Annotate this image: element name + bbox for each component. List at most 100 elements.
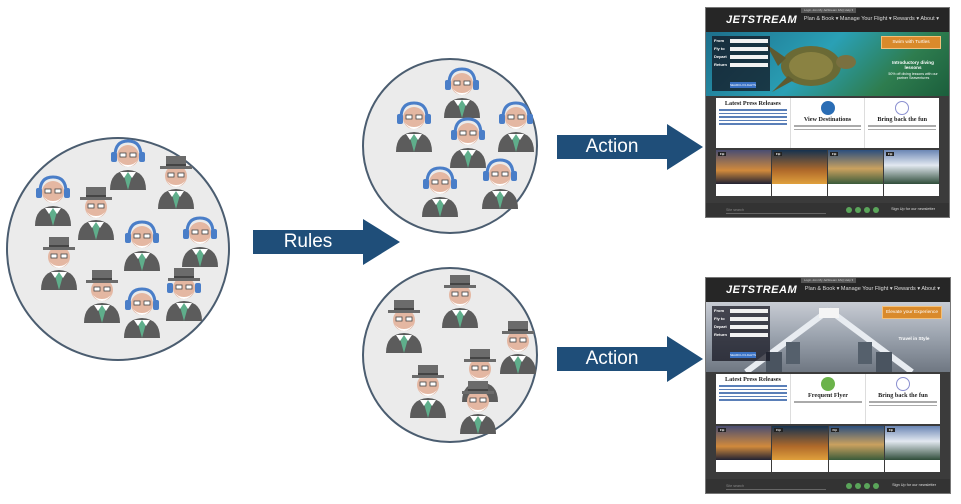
from-input[interactable] [730,308,768,313]
hero-turtle: From Fly to Depart Return SEARCH FLIGHTS… [706,32,949,96]
fly-to-label: Fly to [714,316,725,321]
cabin-image [744,307,914,372]
hero-title: Travel in Style [898,336,930,341]
person-headphones-icon [418,161,462,217]
frequent-flyer-panel[interactable]: Frequent Flyer [791,374,866,424]
action-arrow-bottom [557,336,703,382]
youtube-icon[interactable] [873,207,879,213]
person-headphones-icon [440,62,484,118]
destination-tiles: Fiji Fiji Fiji Fiji [716,150,939,184]
badges-icon [895,101,910,115]
person-headphones-icon [392,96,436,152]
destination-tile[interactable]: Fiji [716,426,772,460]
facebook-icon[interactable] [846,207,852,213]
action-arrow-top [557,124,703,170]
hero-cabin: From Fly to Depart Return SEARCH FLIGHTS… [706,302,950,372]
newsletter-signup[interactable]: Sign Up for our newsletter [892,483,936,487]
return-input[interactable] [730,332,768,337]
person-hat-icon [438,272,482,328]
destination-tile[interactable]: Fiji [772,426,828,460]
search-flights-button[interactable]: SEARCH FLIGHTS [730,82,757,88]
person-hat-icon [37,234,81,290]
twitter-icon[interactable] [855,207,861,213]
promo-button[interactable]: Elevate your Experience [882,306,942,319]
tile-captions [716,184,939,196]
fly-to-input[interactable] [730,46,768,51]
tile-captions [716,460,940,472]
person-headphones-icon [120,282,164,338]
destinations-title: View Destinations [803,116,852,123]
destination-tile[interactable]: Fiji [716,150,771,184]
frequent-flyer-icon [821,377,835,391]
action-label-top: Action [585,136,639,157]
depart-label: Depart [714,54,727,59]
flipflops-icon [820,101,835,115]
site-footer: Site search Sign Up for our newsletter [706,203,949,217]
person-headphones-icon [31,170,75,226]
booking-form: From Fly to Depart Return SEARCH FLIGHTS [712,36,770,91]
person-hat-icon [154,153,198,209]
info-panels: Latest Press Releases View Destinations … [716,98,939,148]
site-logo: JETSTREAM [726,14,798,26]
hero-subtitle: 50% off diving lessons with our partner … [888,72,938,80]
frequent-flyer-title: Frequent Flyer [808,392,848,399]
search-flights-button[interactable]: SEARCH FLIGHTS [730,352,757,358]
fun-panel[interactable]: Bring back the fun [865,98,939,148]
hero-text: Introductory diving lessons 50% off divi… [883,60,943,80]
site-logo: JETSTREAM [726,284,798,296]
facebook-icon[interactable] [846,483,852,489]
press-panel: Latest Press Releases [716,374,791,424]
person-headphones-icon [120,215,164,271]
destinations-panel[interactable]: View Destinations [791,98,866,148]
depart-label: Depart [714,324,727,329]
website-screenshot-turtles: Login Join My JetStream FAQ Help ▾ JETST… [705,7,950,218]
twitter-icon[interactable] [855,483,861,489]
linkedin-icon[interactable] [864,207,870,213]
destination-tile[interactable]: Fiji [884,150,939,184]
destination-tile[interactable]: Fiji [828,150,883,184]
from-label: From [714,38,724,43]
fly-to-label: Fly to [714,46,725,51]
top-utility-bar: Login Join My JetStream FAQ Help ▾ [801,278,857,283]
return-label: Return [714,332,727,337]
site-nav-menu: Plan & Book ▾ Manage Your Flight ▾ Rewar… [803,16,939,22]
fly-to-input[interactable] [730,316,768,321]
turtle-image [766,44,856,92]
destination-tile[interactable]: Fiji [828,426,884,460]
person-headphones-icon [478,153,522,209]
top-utility-bar: Login Join My JetStream FAQ Help ▾ [801,8,857,13]
footer-search-input[interactable]: Site search [726,483,826,490]
person-hat-headphones-icon [162,265,206,321]
press-title: Latest Press Releases [725,376,781,383]
person-hat-icon [456,378,500,434]
booking-form: From Fly to Depart Return SEARCH FLIGHTS [712,306,770,361]
return-label: Return [714,62,727,67]
site-nav-menu: Plan & Book ▾ Manage Your Flight ▾ Rewar… [804,286,940,292]
site-footer: Site search Sign Up for our newsletter [706,479,950,493]
person-hat-icon [382,297,426,353]
depart-input[interactable] [730,324,768,329]
destination-tile[interactable]: Fiji [772,150,827,184]
person-headphones-icon [494,96,538,152]
depart-input[interactable] [730,54,768,59]
person-headphones-icon [106,134,150,190]
fun-title: Bring back the fun [877,116,928,123]
destination-tile[interactable]: Fiji [884,426,940,460]
fun-panel[interactable]: Bring back the fun [866,374,940,424]
footer-search-input[interactable]: Site search [726,207,826,214]
press-panel: Latest Press Releases [716,98,791,148]
youtube-icon[interactable] [873,483,879,489]
action-label-bottom: Action [585,348,639,369]
rules-label: Rules [283,231,333,252]
website-screenshot-cabin: Login Join My JetStream FAQ Help ▾ JETST… [705,277,951,494]
promo-button[interactable]: Swim with Turtles [881,36,941,49]
return-input[interactable] [730,62,768,67]
site-nav-bar: Login Join My JetStream FAQ Help ▾ JETST… [706,278,950,302]
linkedin-icon[interactable] [864,483,870,489]
press-title: Latest Press Releases [724,100,781,107]
hero-title: Introductory diving lessons [892,60,934,70]
from-input[interactable] [730,38,768,43]
newsletter-signup[interactable]: Sign Up for our newsletter [891,207,935,211]
fun-title: Bring back the fun [878,392,928,399]
badges-icon [896,377,910,391]
